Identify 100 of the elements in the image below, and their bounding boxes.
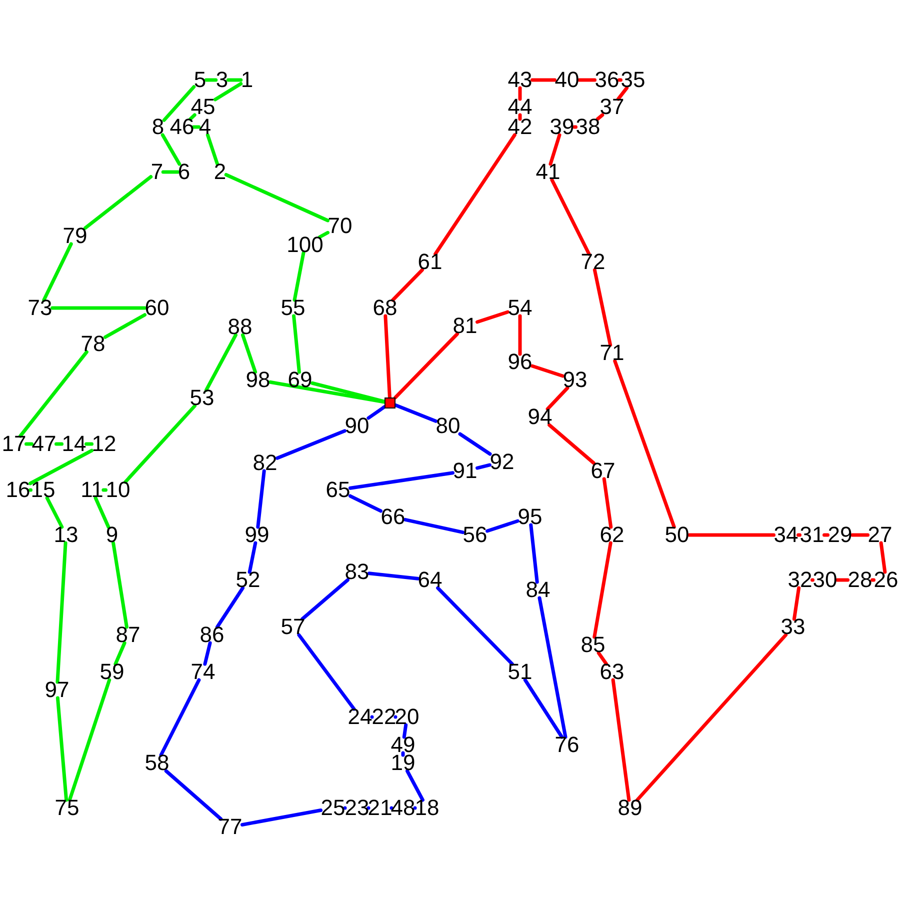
route-line — [394, 403, 438, 423]
route-line — [292, 314, 301, 374]
point-label: 51 — [508, 663, 532, 681]
point-label: 58 — [144, 754, 170, 772]
point-label: 44 — [508, 98, 532, 116]
point-label: 43 — [508, 71, 532, 89]
point-label: 90 — [344, 417, 370, 435]
route-line — [578, 78, 596, 82]
route-line — [368, 572, 420, 580]
point-label: 91 — [452, 462, 478, 480]
point-label: 64 — [418, 571, 442, 589]
route-line — [402, 723, 408, 739]
point-label: 72 — [580, 253, 606, 271]
point-label: 98 — [246, 371, 270, 389]
point-label: 21 — [368, 799, 392, 817]
route-line — [635, 633, 788, 802]
point-label: 9 — [106, 526, 118, 544]
route-line — [68, 678, 112, 802]
point-label: 18 — [414, 799, 440, 817]
point-label: 26 — [874, 571, 898, 589]
point-label: 85 — [580, 636, 606, 654]
route-line — [348, 471, 454, 490]
point-label: 42 — [508, 118, 532, 136]
route-line — [84, 175, 153, 230]
point-label: 16 — [6, 481, 30, 499]
route-line — [42, 242, 73, 302]
route-line — [18, 350, 88, 438]
route-line — [394, 715, 398, 719]
route-line — [529, 523, 539, 584]
route-line — [596, 113, 604, 121]
point-label: 5 — [194, 71, 206, 89]
route-line — [300, 578, 350, 621]
route-line — [204, 333, 238, 392]
point-label: 76 — [554, 736, 580, 754]
route-line — [159, 678, 201, 757]
point-label: 40 — [554, 71, 580, 89]
route-line — [592, 268, 612, 347]
route-line — [162, 85, 196, 122]
point-label: 36 — [594, 71, 620, 89]
route-line — [114, 641, 126, 666]
route-line — [56, 541, 68, 684]
route-line — [390, 806, 394, 810]
point-label: 81 — [452, 317, 478, 335]
route-line — [436, 586, 514, 666]
route-line — [28, 488, 33, 492]
point-label: 7 — [150, 163, 164, 181]
route-line — [384, 314, 392, 400]
point-label: 37 — [600, 98, 624, 116]
route-line — [796, 533, 802, 537]
route-line — [572, 125, 578, 129]
route-line — [401, 751, 405, 757]
point-label: 27 — [868, 526, 892, 544]
point-label: 30 — [812, 571, 838, 589]
route-line — [204, 78, 218, 82]
point-label: 55 — [280, 299, 306, 317]
point-label: 56 — [462, 526, 488, 544]
point-label: 23 — [344, 799, 370, 817]
point-label: 25 — [320, 799, 346, 817]
route-line — [54, 442, 64, 446]
point-label: 33 — [780, 618, 806, 636]
point-label: 2 — [214, 163, 226, 181]
point-label: 13 — [54, 526, 78, 544]
point-label: 6 — [178, 163, 190, 181]
route-line — [879, 541, 887, 574]
point-label: 24 — [348, 708, 372, 726]
route-line — [124, 404, 196, 484]
point-label: 86 — [200, 626, 224, 644]
route-line — [550, 178, 591, 256]
point-label: 93 — [562, 371, 588, 389]
route-line — [596, 651, 608, 666]
point-label: 60 — [144, 299, 170, 317]
point-label: 15 — [30, 481, 56, 499]
point-label: 38 — [576, 118, 600, 136]
route-line — [792, 586, 801, 621]
route-line — [394, 332, 459, 400]
point-label: 89 — [618, 799, 642, 817]
point-label: 63 — [600, 663, 624, 681]
route-line — [810, 578, 814, 582]
point-label: 53 — [190, 389, 214, 407]
point-label: 95 — [518, 508, 542, 526]
point-label: 35 — [620, 71, 646, 89]
point-label: 10 — [106, 481, 130, 499]
route-line — [413, 806, 417, 810]
route-line — [214, 82, 243, 102]
point-label: 79 — [62, 227, 88, 245]
route-line — [206, 133, 220, 166]
route-line — [530, 364, 564, 378]
route-line — [112, 541, 128, 629]
point-label: 49 — [390, 736, 416, 754]
route-line — [276, 429, 346, 460]
route-line — [28, 448, 94, 486]
route-line — [56, 696, 68, 802]
point-label: 62 — [600, 526, 624, 544]
route-line — [240, 333, 258, 374]
point-label: 69 — [288, 371, 312, 389]
route-line — [391, 268, 424, 302]
point-label: 17 — [2, 435, 26, 453]
point-label: 57 — [280, 618, 306, 636]
point-label: 78 — [80, 335, 106, 353]
route-line — [404, 518, 464, 534]
